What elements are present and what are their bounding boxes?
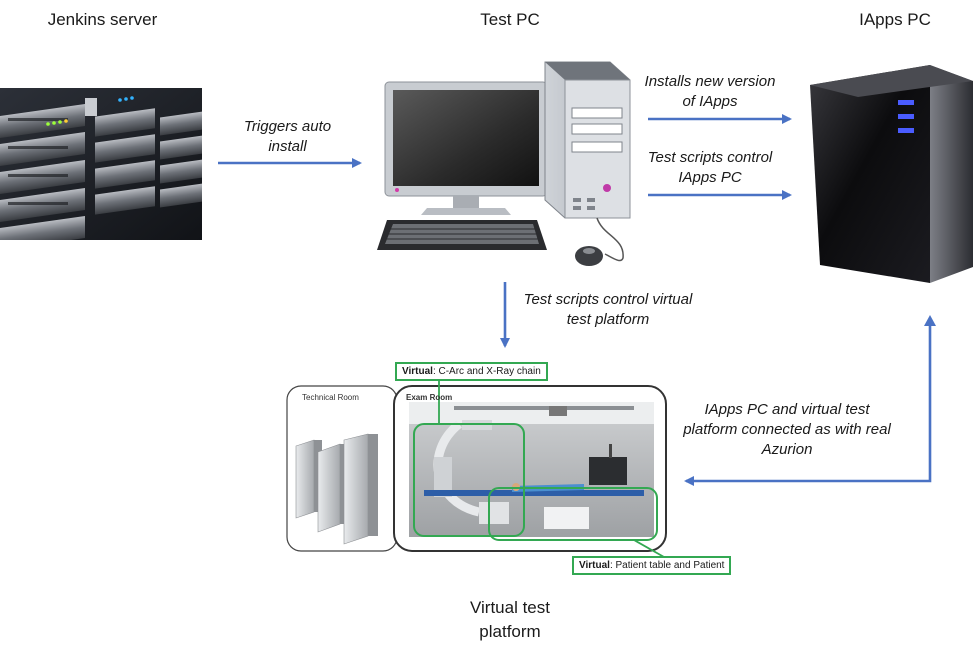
exam-room-label: Exam Room bbox=[406, 393, 452, 402]
test-pc-image bbox=[377, 61, 631, 266]
iapps-pc-title: IApps PC bbox=[859, 10, 931, 29]
carc-virtual-outline bbox=[413, 423, 525, 537]
arrow-connected-head-up bbox=[924, 315, 936, 326]
jenkins-server-image bbox=[0, 88, 202, 240]
virtual-platform-image: Technical Room Exam Room bbox=[286, 377, 667, 558]
jenkins-server-title: Jenkins server bbox=[47, 10, 158, 29]
virtual-platform-title: Virtual test platform bbox=[469, 598, 550, 641]
tag-carc-virtual: Virtual: C-Arc and X-Ray chain bbox=[395, 362, 548, 381]
test-pc-title: Test PC bbox=[480, 10, 540, 29]
technical-room-label: Technical Room bbox=[302, 393, 359, 402]
arrow-connected bbox=[684, 318, 932, 486]
tag-table-virtual: Virtual: Patient table and Patient bbox=[572, 556, 732, 575]
table-virtual-outline bbox=[488, 487, 658, 541]
iapps-pc-image bbox=[810, 65, 973, 283]
